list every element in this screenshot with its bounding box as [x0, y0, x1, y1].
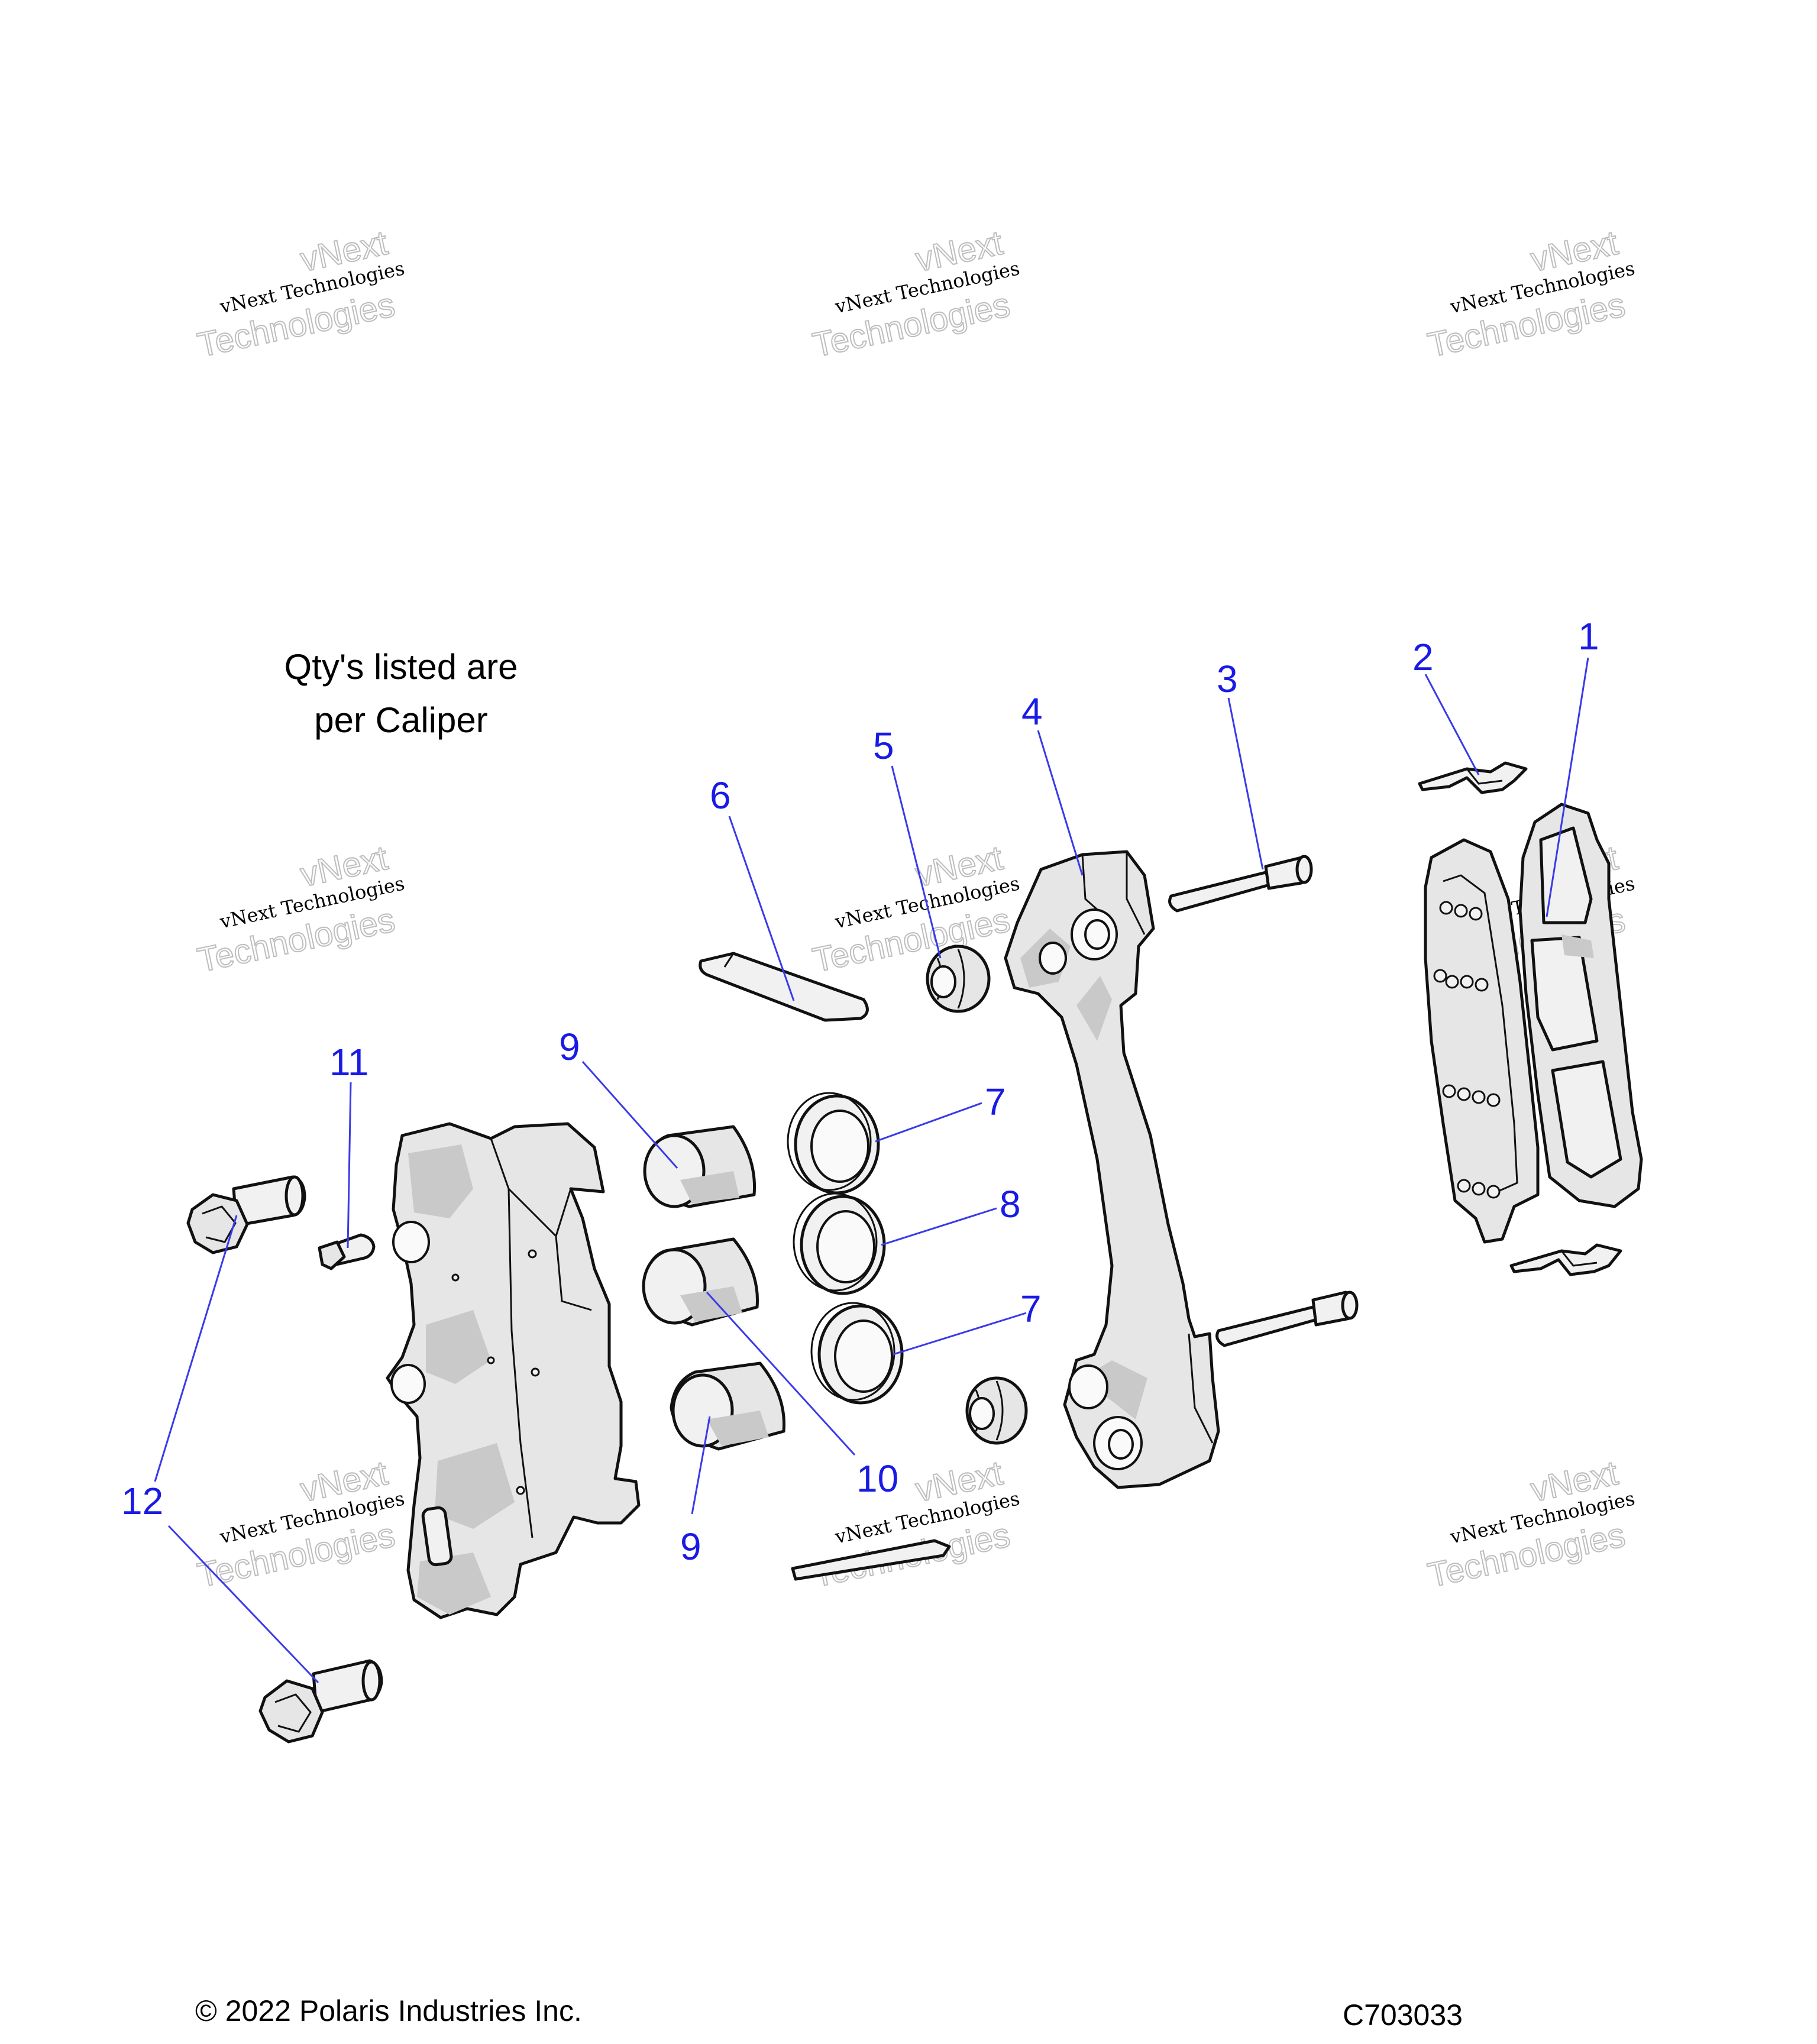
part-8-seal-middle [793, 1192, 886, 1295]
watermark: vNext vNext Technologies Technologies [193, 223, 406, 366]
watermark: vNext vNext Technologies Technologies [1424, 1453, 1637, 1596]
leader-7a [875, 1102, 982, 1143]
caliper-body [386, 1122, 641, 1619]
callout-7-lower: 7 [1020, 1288, 1042, 1330]
part-4-mounting-bracket [1004, 850, 1220, 1489]
callout-8: 8 [1000, 1183, 1021, 1225]
leader-7b [893, 1312, 1027, 1356]
diagram-id: C703033 [1343, 1998, 1463, 2032]
leader-1 [1546, 657, 1589, 917]
qty-note-line-2: per Caliper [314, 700, 487, 740]
watermark: vNext vNext Technologies Technologies [1424, 223, 1637, 366]
callout-11: 11 [329, 1041, 368, 1084]
part-2-pad-clip-lower [1509, 1243, 1622, 1276]
copyright-text: © 2022 Polaris Industries Inc. [195, 1994, 582, 2027]
leader-5 [891, 765, 942, 959]
callout-5: 5 [873, 725, 894, 767]
callout-4: 4 [1021, 690, 1043, 733]
watermark: vNext vNext Technologies Technologies [809, 838, 1021, 981]
callout-10: 10 [856, 1457, 898, 1500]
watermark: vNext vNext Technologies Technologies [193, 1453, 406, 1596]
callout-2: 2 [1412, 636, 1434, 678]
callout-1: 1 [1578, 615, 1599, 658]
leader-12a [154, 1215, 238, 1482]
part-1-brake-pad-rear [1424, 838, 1540, 1244]
leader-3 [1227, 697, 1264, 870]
leader-4 [1037, 730, 1084, 876]
part-7-seal-upper [787, 1092, 880, 1195]
part-1-brake-pad-front [1518, 803, 1643, 1208]
part-7-seal-lower [810, 1302, 904, 1405]
part-5-bushing-lower [965, 1376, 1028, 1445]
leader-8 [881, 1207, 997, 1246]
leader-6 [728, 816, 795, 1001]
leader-9b [691, 1416, 711, 1515]
part-6-shim [699, 952, 869, 1022]
leader-10 [706, 1291, 856, 1456]
part-12-bolt-upper [186, 1175, 306, 1254]
part-11-bleeder-screw [318, 1233, 376, 1270]
part-9-piston-lower [670, 1361, 785, 1451]
callout-9-upper: 9 [559, 1026, 580, 1068]
callout-12: 12 [121, 1480, 163, 1522]
leader-9a [581, 1061, 678, 1169]
qty-note-line-1: Qty's listed are [284, 647, 518, 687]
leader-12b [167, 1525, 319, 1684]
part-12-bolt-lower [258, 1659, 383, 1744]
part-10-piston-middle [642, 1237, 759, 1327]
leader-lines [154, 657, 1589, 1684]
callout-6: 6 [710, 774, 731, 817]
callout-9-lower: 9 [680, 1525, 701, 1568]
part-3-slide-pin-lower [1215, 1291, 1359, 1347]
part-3-slide-pin-upper [1168, 855, 1313, 913]
watermark: vNext vNext Technologies Technologies [809, 223, 1021, 366]
callout-7-upper: 7 [985, 1081, 1006, 1123]
watermark: vNext vNext Technologies Technologies [809, 1453, 1021, 1596]
leader-2 [1424, 674, 1480, 775]
lower-shim [791, 1539, 951, 1581]
part-9-piston-upper [643, 1125, 756, 1208]
part-2-pad-clip-upper [1418, 761, 1528, 794]
watermark: vNext vNext Technologies Technologies [193, 838, 406, 981]
leader-11 [347, 1082, 352, 1249]
part-5-bushing-upper [926, 945, 991, 1013]
callouts: 1 2 3 4 5 6 7 8 7 9 10 9 11 12 [121, 615, 1599, 1568]
callout-3: 3 [1217, 658, 1238, 700]
